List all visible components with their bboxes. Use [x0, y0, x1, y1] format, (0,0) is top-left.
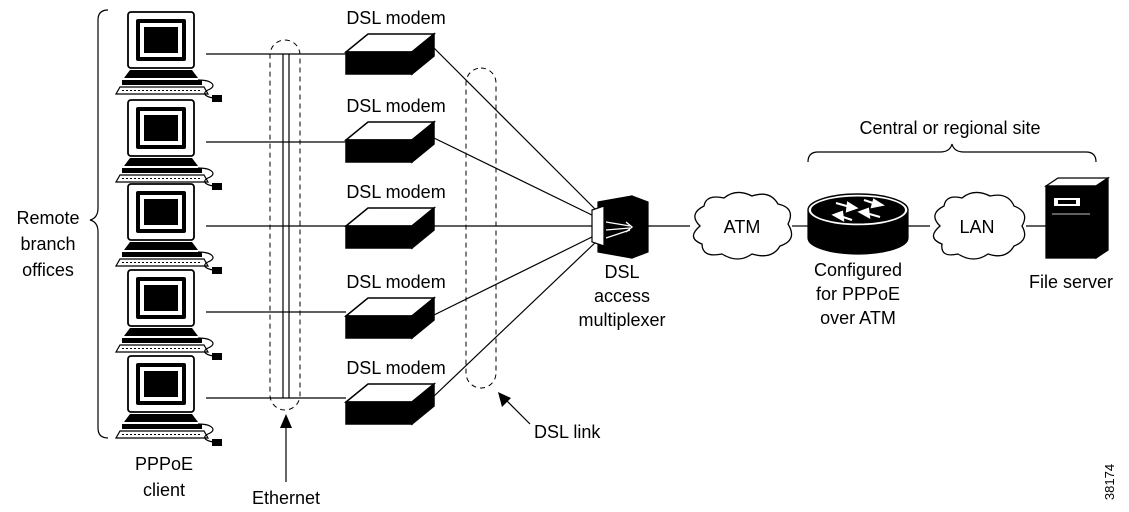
dslam-label-line3: multiplexer [578, 310, 665, 330]
dsl-link-line [433, 47, 599, 213]
ethernet-arrow-icon [280, 414, 292, 482]
router-label-line2: for PPPoE [816, 284, 900, 304]
pppoe-client-label-line1: PPPoE [135, 454, 193, 474]
ethernet-label: Ethernet [252, 488, 320, 508]
remote-label-line1: Remote [16, 208, 79, 228]
dslam-label-line2: access [594, 286, 650, 306]
dsl-link-group-outline [465, 67, 497, 389]
atm-cloud-icon [692, 191, 793, 260]
dsl-modem-label: DSL modem [346, 272, 445, 292]
dsl-modem-label: DSL modem [346, 8, 445, 28]
router-label-line3: over ATM [820, 308, 896, 328]
file-server-label: File server [1029, 272, 1113, 292]
dsl-modem-icon [345, 297, 435, 339]
dsl-link-line [431, 239, 599, 399]
desktop-computer-icon [115, 183, 223, 275]
dsl-link-label: DSL link [534, 422, 601, 442]
dsl-modem-label: DSL modem [346, 96, 445, 116]
dslam-label-line1: DSL [604, 262, 639, 282]
dsl-link-line [431, 233, 599, 317]
dsl-modem-icon [345, 121, 435, 163]
central-site-label: Central or regional site [859, 118, 1040, 138]
lan-cloud-icon [932, 191, 1026, 260]
dsl-link-arrow-icon [498, 392, 531, 425]
router-label-line1: Configured [814, 260, 902, 280]
dslam-icon [591, 195, 649, 259]
dsl-modem-icon [345, 33, 435, 75]
pppoe-client-label-line2: client [143, 480, 185, 500]
dsl-link-line [433, 137, 599, 219]
atm-label: ATM [724, 217, 761, 237]
dsl-modem-icon [345, 207, 435, 249]
desktop-computer-icon [115, 355, 223, 447]
remote-label-line3: offices [22, 260, 74, 280]
desktop-computer-icon [115, 99, 223, 191]
desktop-computer-icon [115, 11, 223, 103]
dsl-modem-label: DSL modem [346, 358, 445, 378]
remote-label-line2: branch [20, 234, 75, 254]
dsl-modem-label: DSL modem [346, 182, 445, 202]
dsl-modem-icon [345, 383, 435, 425]
central-site-brace [807, 143, 1097, 163]
remote-offices-brace [89, 9, 109, 439]
file-server-icon [1043, 176, 1111, 260]
lan-label: LAN [959, 217, 994, 237]
desktop-computer-icon [115, 269, 223, 361]
router-icon [807, 193, 909, 255]
ethernet-group-outline [269, 39, 301, 411]
figure-id: 38174 [1102, 464, 1117, 500]
